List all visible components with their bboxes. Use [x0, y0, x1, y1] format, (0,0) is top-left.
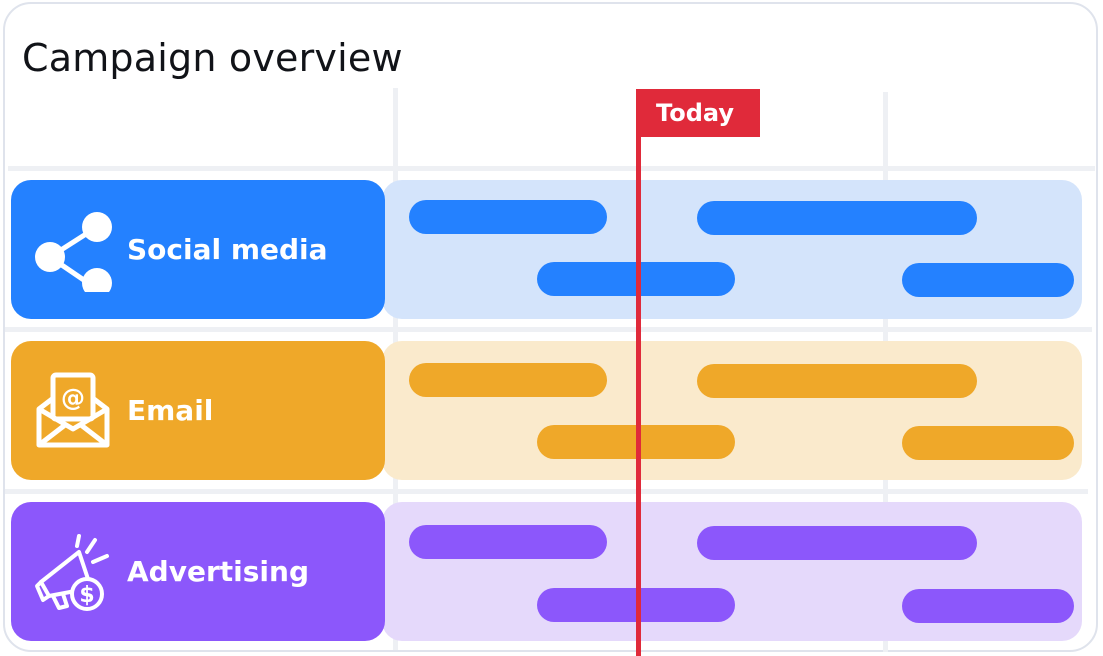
- today-flag: Today: [636, 89, 760, 137]
- row-label-advertising[interactable]: $ Advertising: [11, 502, 385, 641]
- page-title: Campaign overview: [22, 36, 403, 80]
- grid-line-horizontal: [8, 166, 1095, 171]
- row-label-text: Email: [127, 394, 214, 427]
- timeline-bar[interactable]: [409, 200, 607, 234]
- timeline-bar[interactable]: [902, 263, 1074, 297]
- svg-text:@: @: [61, 384, 85, 412]
- svg-text:$: $: [79, 583, 94, 608]
- timeline-bar[interactable]: [697, 364, 977, 398]
- today-marker-line: [636, 90, 641, 656]
- timeline-bar[interactable]: [409, 525, 607, 559]
- timeline-bar[interactable]: [409, 363, 607, 397]
- timeline-bar[interactable]: [697, 201, 977, 235]
- grid-line-horizontal: [5, 327, 1092, 332]
- row-label-email[interactable]: @ Email: [11, 341, 385, 480]
- megaphone-dollar-icon: $: [31, 530, 115, 614]
- email-icon: @: [31, 369, 115, 453]
- row-label-social-media[interactable]: Social media: [11, 180, 385, 319]
- grid-line-horizontal: [5, 489, 1088, 494]
- row-label-text: Social media: [127, 233, 328, 266]
- timeline-bar[interactable]: [697, 526, 977, 560]
- timeline-bar[interactable]: [902, 426, 1074, 460]
- share-icon: [31, 208, 115, 292]
- timeline-bar[interactable]: [902, 589, 1074, 623]
- row-label-text: Advertising: [127, 555, 309, 588]
